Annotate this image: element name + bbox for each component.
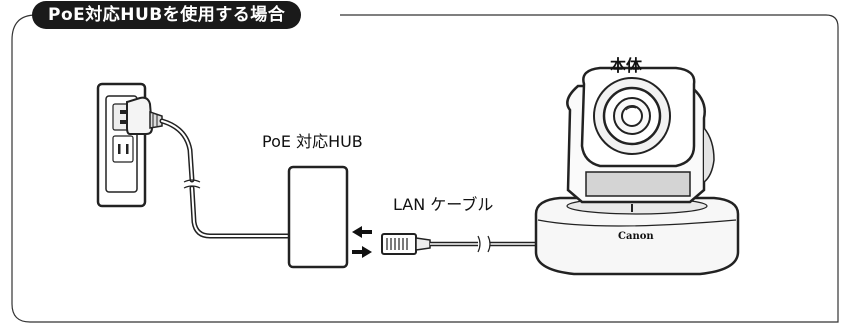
rj45-connector-icon <box>381 233 431 255</box>
lan-cable-label: LAN ケーブル <box>393 195 494 214</box>
cable-break-mark <box>477 235 491 253</box>
section-title: PoE対応HUBを使用する場合 <box>32 1 302 29</box>
cord-break-mark <box>183 179 201 189</box>
power-plug-icon <box>120 96 163 135</box>
wall-outlet-icon <box>96 82 147 208</box>
bidirectional-arrow-icon <box>352 226 372 258</box>
camera-icon <box>534 66 740 276</box>
camera-label: 本体 <box>610 56 643 75</box>
poe-hub-icon <box>287 165 349 269</box>
camera-brand-logo: Canon <box>618 231 654 242</box>
section-frame <box>11 14 839 323</box>
poe-hub-label: PoE 対応HUB <box>262 132 363 151</box>
